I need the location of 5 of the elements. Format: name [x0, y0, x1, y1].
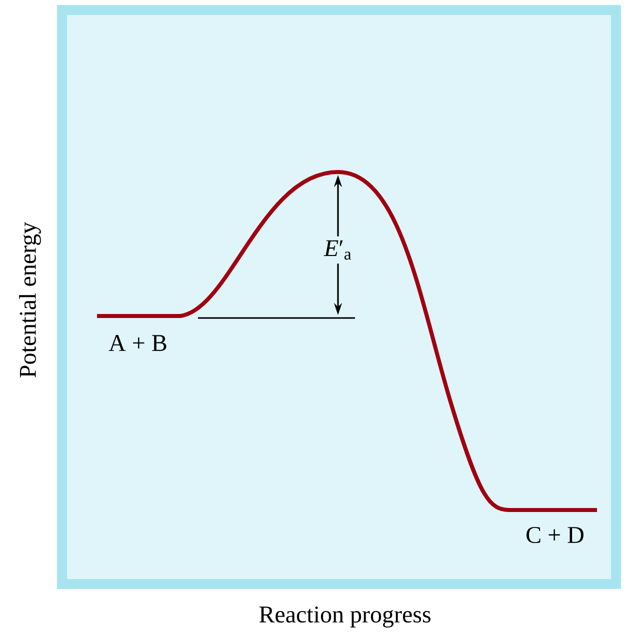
axis-title: Potential energy: [19, 222, 41, 378]
product-label: C + D: [526, 526, 584, 544]
axis-title: Reaction progress: [259, 606, 430, 628]
energy-label: E′$_{a}$: [320, 236, 356, 264]
reactant-label: A + B: [108, 335, 166, 351]
